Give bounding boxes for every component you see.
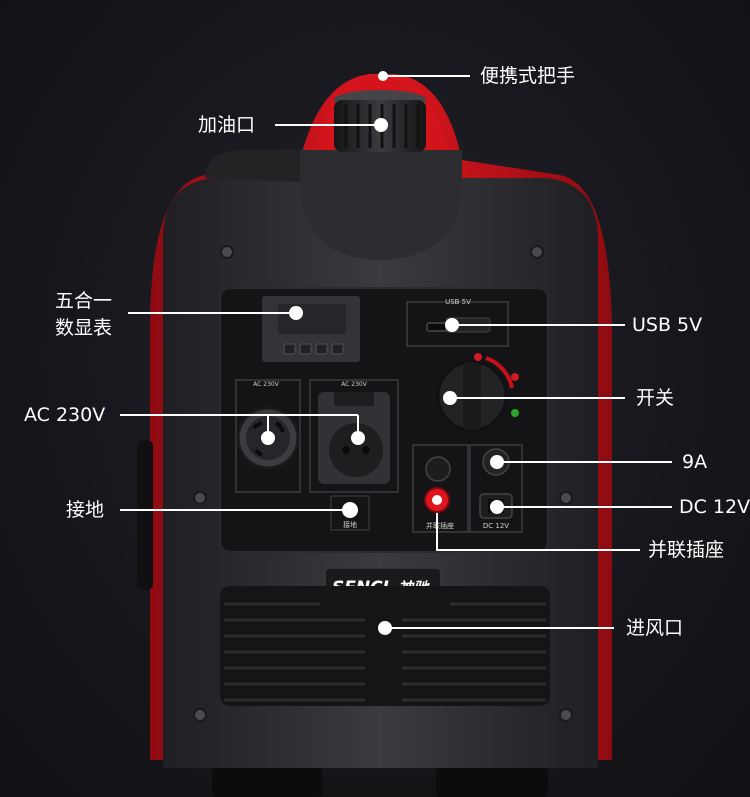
ac-right-panel-label: AC 230V <box>341 381 368 388</box>
callout-lines <box>120 75 672 629</box>
ac-left-box <box>235 379 301 493</box>
parallel-box <box>412 444 469 533</box>
callout-ac230: AC 230V <box>24 404 106 426</box>
dc-box <box>469 444 523 533</box>
usb-panel-label: USB 5V <box>445 298 471 306</box>
handle-hump <box>300 150 462 260</box>
ac-right-box <box>309 379 399 493</box>
ac-left-panel-label: AC 230V <box>253 381 280 388</box>
parallel-terminal-black <box>425 456 451 482</box>
callout-dots <box>261 71 504 635</box>
parallel-panel-label: 并联插座 <box>426 521 454 530</box>
callout-vent: 进风口 <box>626 617 684 639</box>
callout-handle: 便携式把手 <box>480 65 576 87</box>
air-vent <box>220 586 550 706</box>
callout-switch: 开关 <box>636 387 675 409</box>
callout-ground: 接地 <box>66 499 105 521</box>
callout-breaker: 9A <box>682 451 708 473</box>
dc-panel-label: DC 12V <box>483 522 509 530</box>
callout-meter: 五合一 数显表 <box>55 290 113 339</box>
side-grip <box>137 440 153 590</box>
meter-screen <box>278 304 346 334</box>
vent-slats <box>224 602 546 702</box>
feet <box>212 768 548 797</box>
ground-box <box>330 495 370 531</box>
callout-usb: USB 5V <box>632 314 703 336</box>
callout-dc: DC 12V <box>679 496 750 518</box>
meter-buttons <box>283 343 344 355</box>
ground-panel-label: 接地 <box>343 520 357 529</box>
handle-ledge <box>205 150 300 182</box>
callout-fuel-cap: 加油口 <box>198 114 256 136</box>
callout-parallel: 并联插座 <box>648 539 725 561</box>
